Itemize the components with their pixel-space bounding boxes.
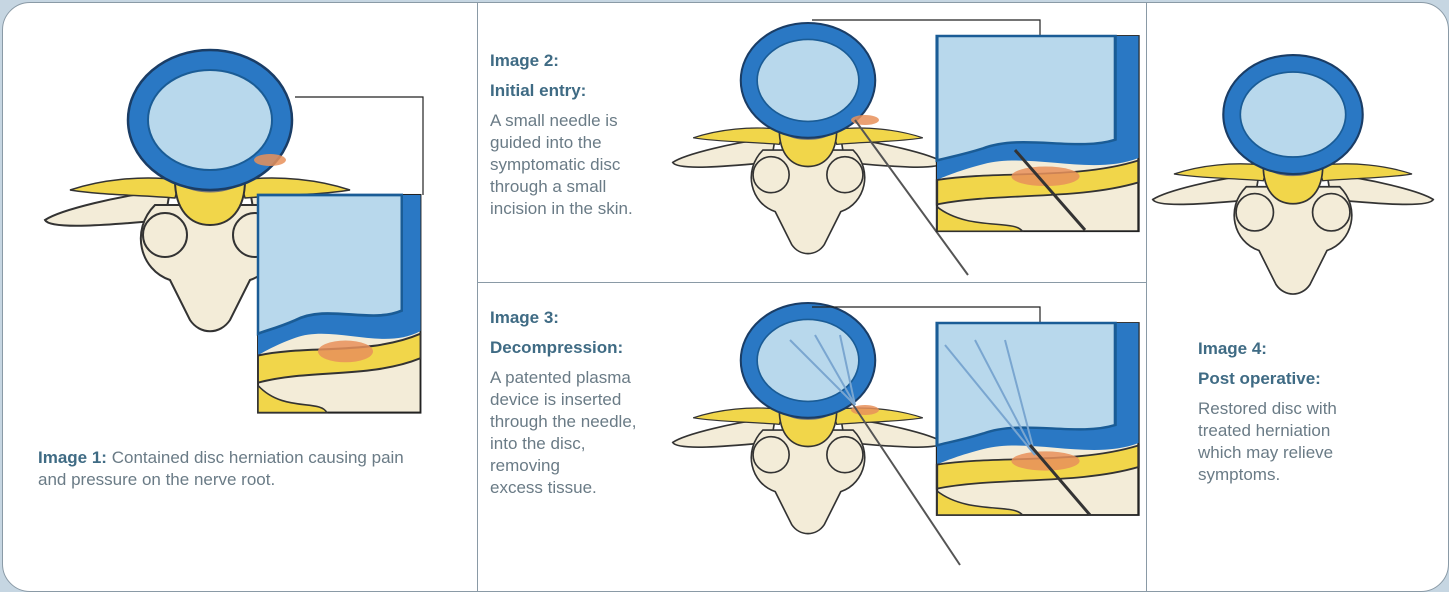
caption-image-4-title: Image 4: [1198,338,1267,360]
caption-image-3-line: A patented plasma [490,367,637,389]
caption-image-3-line: device is inserted [490,389,637,411]
vertebra-image-3 [673,303,1139,565]
caption-image-2-text: A small needle is guided into the sympto… [490,110,633,220]
caption-image-2-line: through a small [490,176,633,198]
caption-image-1: Image 1: Contained disc herniation causi… [38,447,418,491]
caption-image-3-line: through the needle, [490,411,637,433]
caption-image-2-line: incision in the skin. [490,198,633,220]
caption-image-2-line: symptomatic disc [490,154,633,176]
caption-image-2-title: Image 2: [490,50,559,72]
caption-image-4-line: which may relieve [1198,442,1337,464]
caption-image-3-line: into the disc, [490,433,637,455]
caption-image-4-subtitle: Post operative: [1198,368,1321,390]
vertebra-image-4 [1153,55,1434,294]
caption-image-3-line: removing [490,455,637,477]
caption-image-3-title: Image 3: [490,307,559,329]
vertebra-image-1 [45,50,423,413]
caption-image-3-subtitle: Decompression: [490,337,623,359]
caption-image-4-line: treated herniation [1198,420,1337,442]
caption-image-3-line: excess tissue. [490,477,637,499]
caption-image-4-text: Restored disc with treated herniation wh… [1198,398,1337,486]
caption-image-3-text: A patented plasma device is inserted thr… [490,367,637,499]
caption-image-2-line: A small needle is [490,110,633,132]
caption-image-2-subtitle: Initial entry: [490,80,586,102]
vertebra-image-2 [673,20,1139,275]
caption-image-2-line: guided into the [490,132,633,154]
caption-image-4-line: symptoms. [1198,464,1337,486]
caption-image-4-line: Restored disc with [1198,398,1337,420]
caption-image-1-title: Image 1: [38,448,107,467]
